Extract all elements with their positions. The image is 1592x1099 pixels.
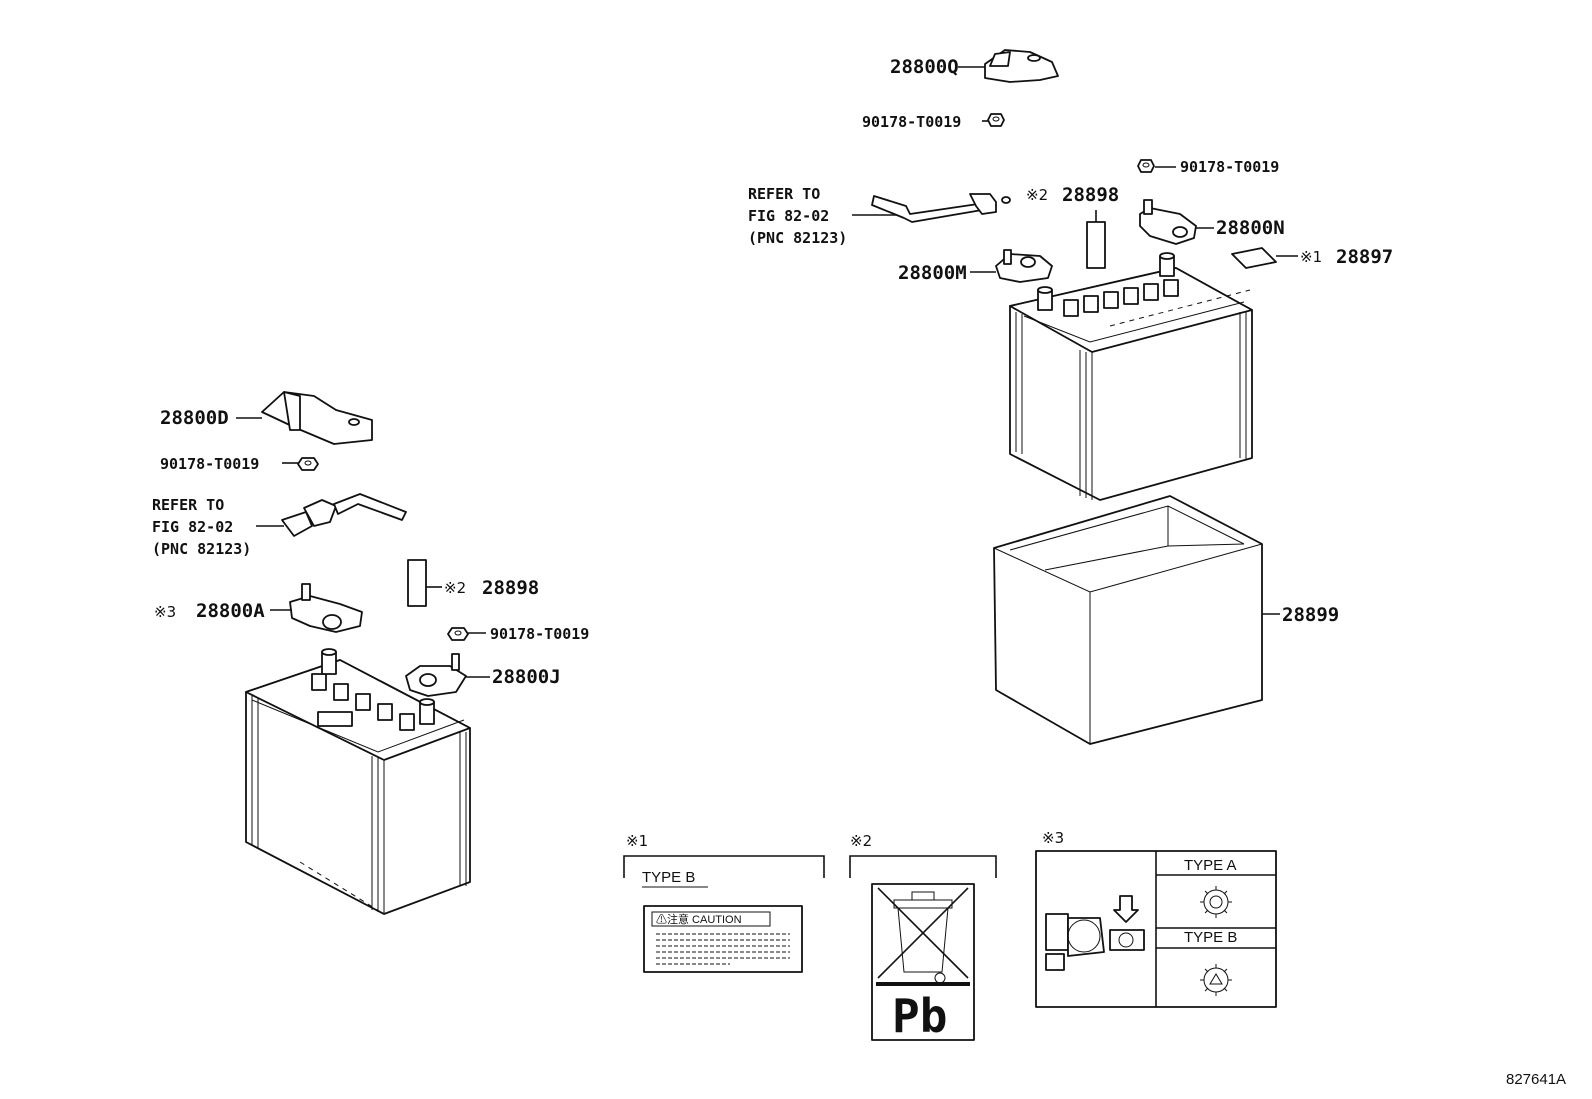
nut-icon (1137, 159, 1155, 173)
mark-label-1: ※1 (1300, 248, 1322, 266)
mark-label-top: ※2 (1026, 186, 1048, 204)
note3-type-b: TYPE B (1184, 929, 1237, 946)
terminal-clamp-j[interactable] (405, 653, 467, 697)
ref-left-line2[interactable]: FIG 82-02 (152, 518, 233, 536)
nut-icon (987, 113, 1005, 127)
callout-28897: 28897 (1336, 246, 1393, 268)
callout-28800m: 28800M (898, 262, 967, 284)
pb-symbol: Pb (892, 989, 947, 1043)
cable-icon (281, 493, 407, 537)
ref-top-line3[interactable]: (PNC 82123) (748, 229, 847, 247)
callout-nut-top: 90178-T0019 (862, 113, 961, 131)
nut-icon (297, 457, 319, 471)
callout-nut-mid: 90178-T0019 (490, 625, 589, 643)
gear-icon (1200, 964, 1232, 996)
callout-28898-top: 28898 (1062, 184, 1119, 206)
battery-right[interactable] (1009, 252, 1253, 501)
recycle-bin-label: Pb (871, 883, 975, 1043)
callout-nut-left: 90178-T0019 (160, 455, 259, 473)
label-rect (1086, 221, 1106, 269)
note3-mark: ※3 (1042, 829, 1064, 847)
callout-28800j: 28800J (492, 666, 561, 688)
caution-text: ⚠注意 CAUTION (656, 912, 742, 926)
diagram-id: 827641A (1506, 1071, 1566, 1088)
note2-mark: ※2 (850, 832, 872, 850)
battery-tray[interactable] (993, 495, 1263, 745)
gear-icon (1200, 886, 1232, 918)
caution-label: ⚠注意 CAUTION (643, 905, 803, 973)
terminal-cover-d[interactable] (261, 391, 373, 445)
mark-a: ※3 (154, 603, 176, 621)
mark-label-left: ※2 (444, 579, 466, 597)
ref-left-line3[interactable]: (PNC 82123) (152, 540, 251, 558)
callout-28800q: 28800Q (890, 56, 959, 78)
callout-28800d: 28800D (160, 407, 229, 429)
battery-left[interactable] (245, 648, 471, 915)
callout-nut-right: 90178-T0019 (1180, 158, 1279, 176)
nut-icon (447, 627, 469, 641)
callout-28800a: 28800A (196, 600, 265, 622)
callout-28899: 28899 (1282, 604, 1339, 626)
sticker-icon (1231, 247, 1277, 269)
type-comparison-box: TYPE A TYPE B (1035, 850, 1277, 1008)
clamp-illustration (1045, 895, 1145, 971)
terminal-clamp-n[interactable] (1139, 199, 1197, 245)
ref-left-line1[interactable]: REFER TO (152, 496, 224, 514)
ref-top-line1[interactable]: REFER TO (748, 185, 820, 203)
callout-28898-left: 28898 (482, 577, 539, 599)
note2-bracket (849, 855, 997, 878)
note1-mark: ※1 (626, 832, 648, 850)
label-rect (407, 559, 427, 607)
callout-28800n: 28800N (1216, 217, 1285, 239)
ref-top-line2[interactable]: FIG 82-02 (748, 207, 829, 225)
cable-icon (871, 193, 1011, 223)
note1-bracket (623, 855, 825, 878)
terminal-cover-q[interactable] (984, 49, 1059, 83)
terminal-clamp-a[interactable] (289, 583, 363, 633)
terminal-clamp-m[interactable] (995, 249, 1053, 283)
note3-type-a: TYPE A (1184, 857, 1237, 874)
note1-type: TYPE B (642, 869, 695, 886)
